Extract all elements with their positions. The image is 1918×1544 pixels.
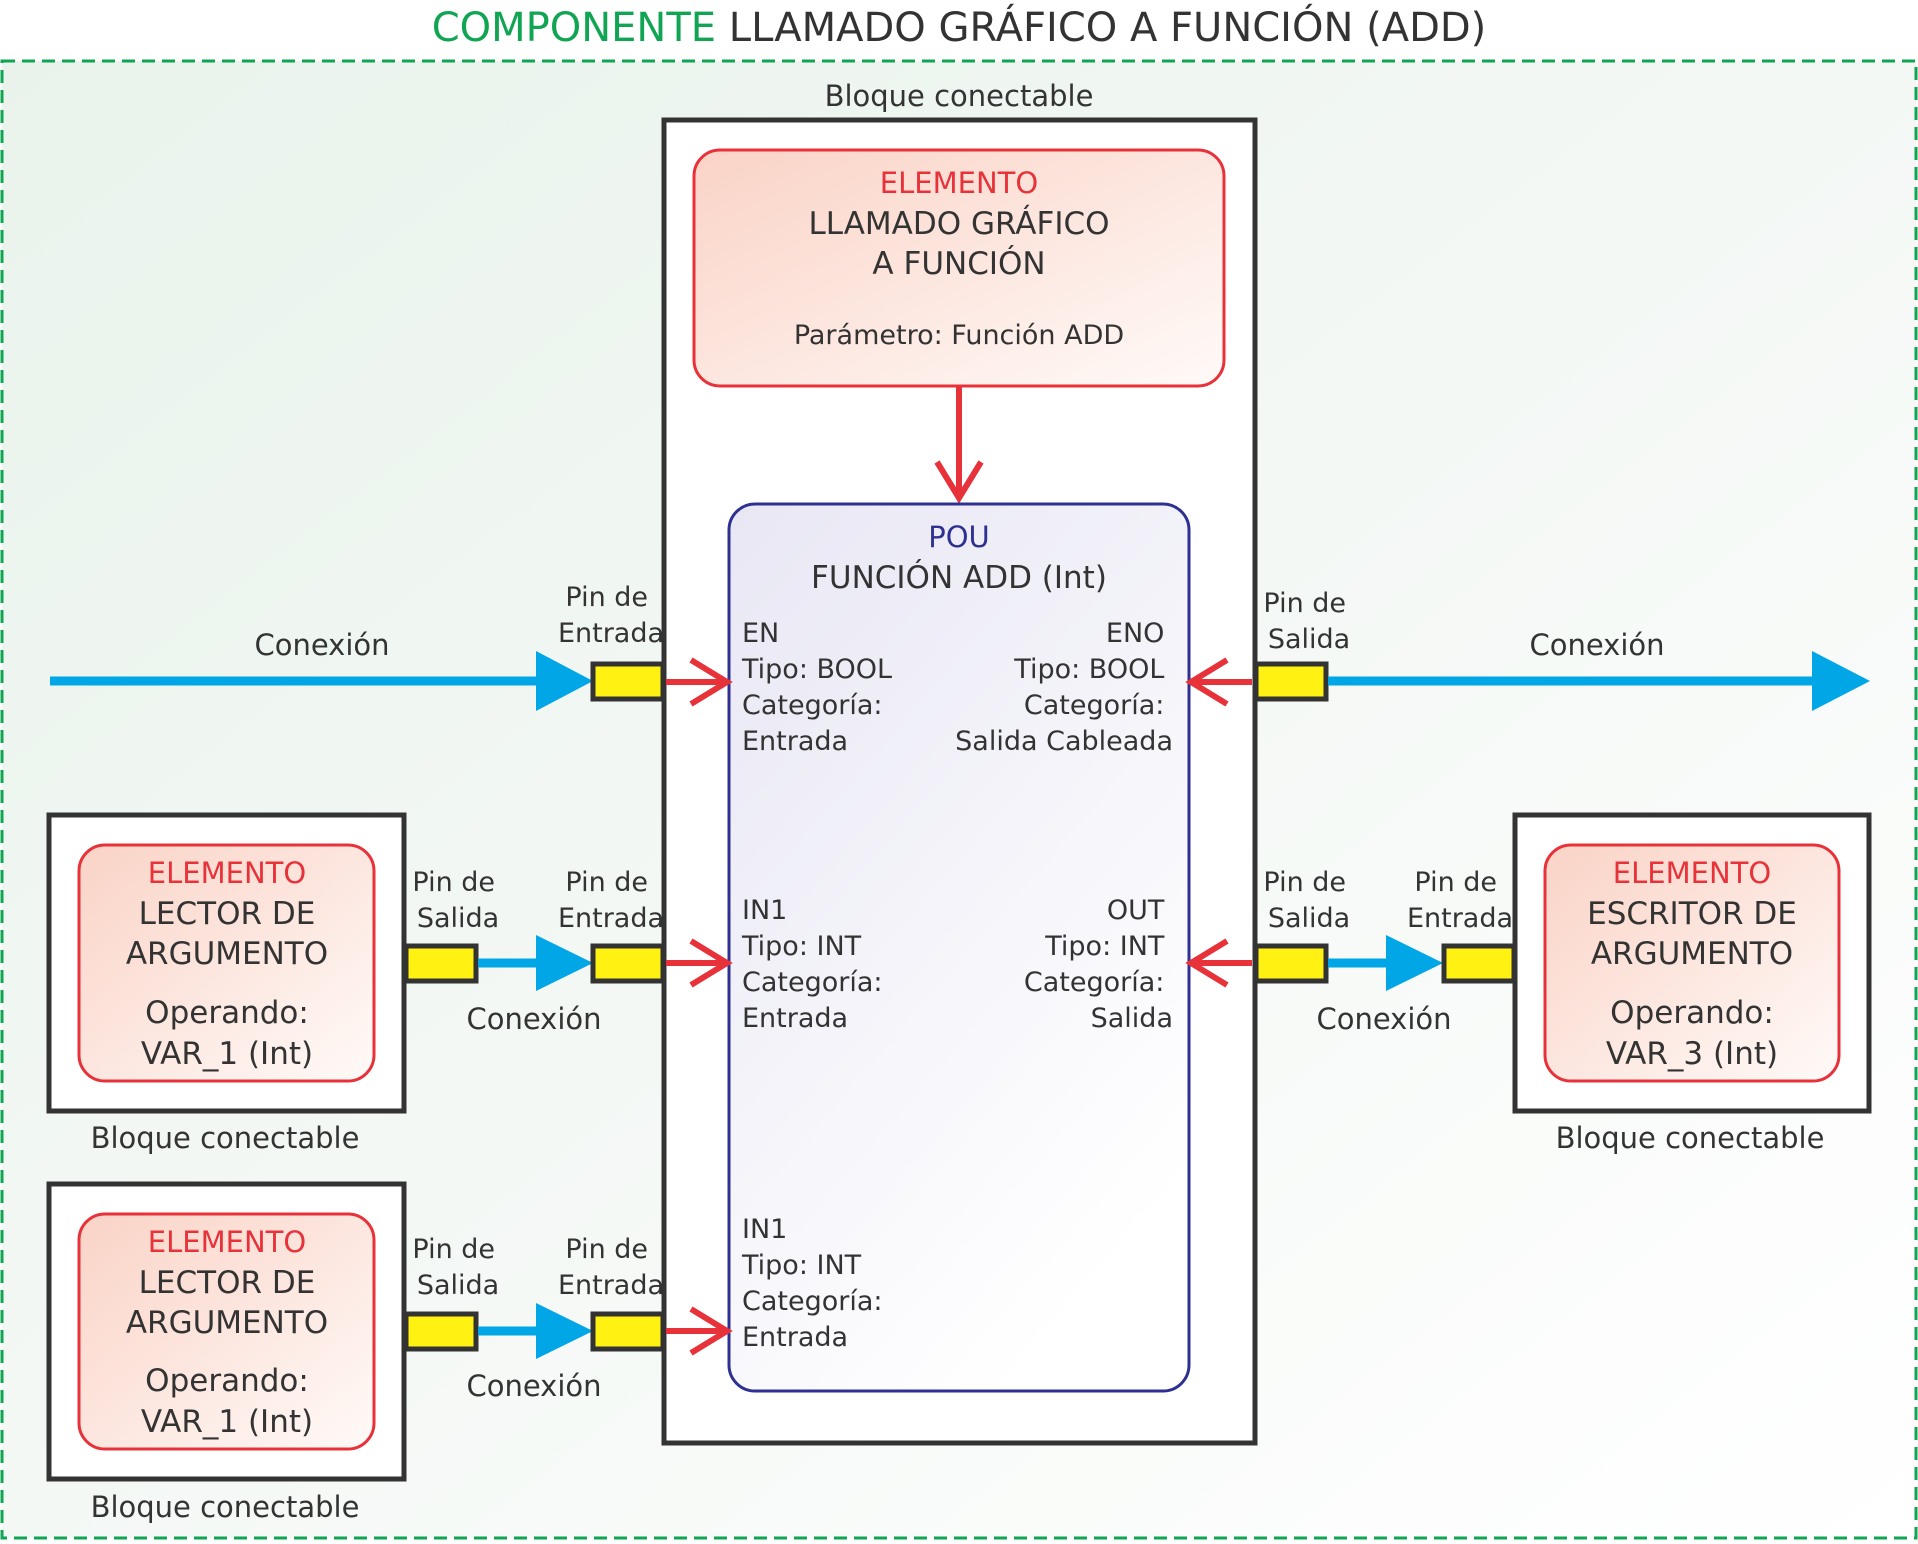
connection-out-arrowhead bbox=[1386, 935, 1443, 991]
pin-input-in1 bbox=[590, 943, 666, 984]
pin-input-writer-label: Pin de Entrada bbox=[1407, 867, 1513, 934]
connection-eno-arrowhead bbox=[1812, 651, 1870, 711]
reader-1-line1: LECTOR DE bbox=[139, 896, 316, 932]
connection-in2-arrowhead bbox=[536, 1303, 593, 1359]
writer-operand-value: VAR_3 (Int) bbox=[1606, 1036, 1778, 1072]
reader-2-element bbox=[77, 1212, 376, 1451]
pin-output-out-label: Pin de Salida bbox=[1263, 867, 1354, 934]
reader-2-kind: ELEMENTO bbox=[148, 1225, 306, 1259]
arrow-en-head bbox=[689, 657, 733, 707]
pin-output-reader-2-label: Pin de Salida bbox=[412, 1234, 503, 1301]
call-element-kind: ELEMENTO bbox=[880, 166, 1038, 200]
connection-out-label: Conexión bbox=[1316, 1002, 1451, 1036]
call-element-name-2: A FUNCIÓN bbox=[872, 245, 1045, 282]
reader-1-element bbox=[77, 843, 376, 1083]
pou-param-en: EN Tipo: BOOL Categoría: Entrada bbox=[741, 618, 901, 757]
title-rest: LLAMADO GRÁFICO A FUNCIÓN (ADD) bbox=[716, 3, 1486, 51]
call-arrow-head bbox=[934, 460, 984, 504]
writer-operand-label: Operando: bbox=[1610, 995, 1774, 1031]
pin-output-reader-1 bbox=[403, 943, 479, 984]
connection-eno-label: Conexión bbox=[1529, 628, 1664, 662]
reader-1-operand-label: Operando: bbox=[145, 995, 309, 1031]
title-accent: COMPONENTE bbox=[432, 5, 716, 51]
reader-1-kind: ELEMENTO bbox=[148, 856, 306, 890]
arrow-eno-head bbox=[1185, 657, 1229, 707]
writer-block-label: Bloque conectable bbox=[1556, 1121, 1825, 1155]
arrow-out-head bbox=[1185, 938, 1229, 988]
pou-kind: POU bbox=[928, 520, 990, 554]
pou-param-eno: ENO Tipo: BOOL Categoría: Salida Cablead… bbox=[955, 618, 1173, 757]
writer-line1: ESCRITOR DE bbox=[1587, 896, 1797, 932]
connection-en-label: Conexión bbox=[254, 628, 389, 662]
pin-output-eno-label: Pin de Salida bbox=[1263, 588, 1354, 655]
diagram-title: COMPONENTE LLAMADO GRÁFICO A FUNCIÓN (AD… bbox=[432, 3, 1487, 51]
reader-1-block-label: Bloque conectable bbox=[91, 1121, 360, 1155]
reader-2-line1: LECTOR DE bbox=[139, 1265, 316, 1301]
reader-2-block-label: Bloque conectable bbox=[91, 1490, 360, 1524]
pou-box bbox=[727, 502, 1191, 1393]
connection-in1-label: Conexión bbox=[466, 1002, 601, 1036]
arrow-in2-head bbox=[689, 1306, 733, 1356]
reader-2-line2: ARGUMENTO bbox=[126, 1305, 328, 1341]
pin-input-en-label: Pin de Entrada bbox=[558, 582, 664, 649]
connection-en-arrowhead bbox=[536, 651, 593, 711]
writer-element bbox=[1543, 843, 1841, 1083]
pin-input-writer bbox=[1441, 943, 1517, 984]
pin-input-in2 bbox=[590, 1311, 666, 1352]
connection-in1-arrowhead bbox=[536, 935, 593, 991]
reader-2-operand-label: Operando: bbox=[145, 1363, 309, 1399]
pin-output-reader-2 bbox=[403, 1311, 479, 1352]
pou-param-in1: IN1 Tipo: INT Categoría: Entrada bbox=[741, 895, 891, 1034]
pin-output-out bbox=[1253, 943, 1329, 984]
reader-2-operand-value: VAR_1 (Int) bbox=[141, 1404, 313, 1440]
call-element-parameter: Parámetro: Función ADD bbox=[794, 320, 1124, 351]
pin-output-eno bbox=[1253, 661, 1329, 702]
writer-line2: ARGUMENTO bbox=[1591, 936, 1793, 972]
call-element-name-1: LLAMADO GRÁFICO bbox=[808, 206, 1109, 242]
reader-1-line2: ARGUMENTO bbox=[126, 936, 328, 972]
connection-in2-label: Conexión bbox=[466, 1369, 601, 1403]
pin-input-in2-label: Pin de Entrada bbox=[558, 1234, 664, 1301]
pin-input-in1-label: Pin de Entrada bbox=[558, 867, 664, 934]
central-block-label: Bloque conectable bbox=[825, 79, 1094, 113]
pou-param-in2: IN1 Tipo: INT Categoría: Entrada bbox=[741, 1214, 891, 1353]
pou-name: FUNCIÓN ADD (Int) bbox=[811, 559, 1107, 596]
pin-output-reader-1-label: Pin de Salida bbox=[412, 867, 503, 934]
pou-param-out: OUT Tipo: INT Categoría: Salida bbox=[1024, 895, 1173, 1034]
reader-1-operand-value: VAR_1 (Int) bbox=[141, 1036, 313, 1072]
writer-kind: ELEMENTO bbox=[1613, 856, 1771, 890]
arrow-in1-head bbox=[689, 938, 733, 988]
pin-input-en bbox=[590, 661, 666, 702]
